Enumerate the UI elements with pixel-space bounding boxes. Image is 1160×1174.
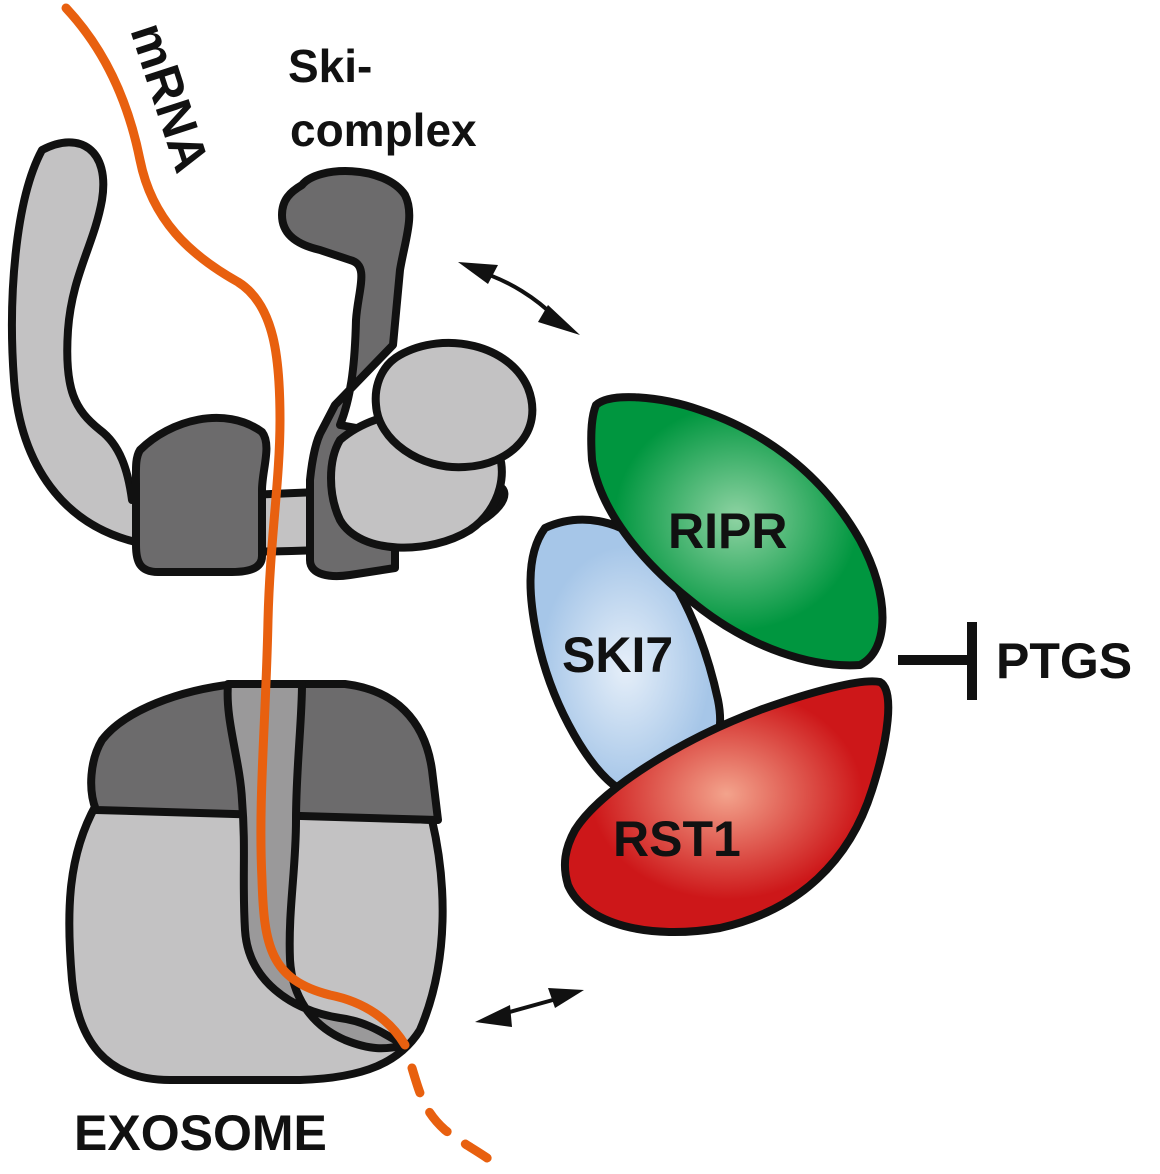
ripr-label: RIPR xyxy=(668,503,787,559)
ski7-label: SKI7 xyxy=(562,627,673,683)
rst1-subunit xyxy=(560,677,893,937)
ski-complex xyxy=(8,138,537,581)
ripr-subunit xyxy=(587,393,887,670)
mrna-strand xyxy=(61,3,410,1050)
ski-complex-label-line1: Ski- xyxy=(288,40,372,92)
rst1-label: RST1 xyxy=(613,811,741,867)
ski-complex-label-line2: complex xyxy=(290,104,477,156)
mrna-degraded-tail xyxy=(407,1063,495,1165)
ski-complex-dark-block xyxy=(131,413,271,576)
sku-complex xyxy=(526,393,893,937)
arrow-exosome-to-sku xyxy=(475,988,584,1027)
ptgs-label: PTGS xyxy=(996,633,1132,689)
exosome-label: EXOSOME xyxy=(74,1105,327,1161)
arrow-ski-to-sku xyxy=(458,262,580,335)
ski-complex-globe xyxy=(371,338,537,472)
ptgs-inhibition xyxy=(898,622,977,700)
